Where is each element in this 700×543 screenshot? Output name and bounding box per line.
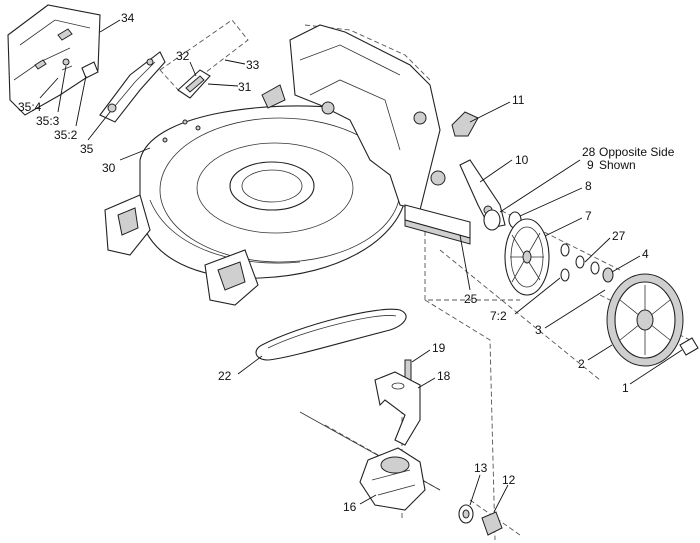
callout-3: 3 (535, 323, 542, 337)
part-2-rear-wheel (606, 273, 684, 367)
part-19-screw (404, 359, 412, 381)
callout-31: 31 (238, 80, 252, 94)
part-9-washer (483, 209, 501, 231)
front-wheel-bracket-right (204, 249, 259, 306)
callout-13: 13 (474, 461, 488, 475)
part-22-drive-belt (255, 308, 407, 361)
callout-shown: Shown (599, 158, 636, 172)
callout-10: 10 (515, 153, 529, 167)
callout-19: 19 (432, 341, 446, 355)
callout-16: 16 (343, 500, 357, 514)
callout-4: 4 (642, 247, 649, 261)
callout-opposite-side: Opposite Side (599, 145, 675, 159)
mower-deck (139, 105, 411, 279)
part-18-bracket (374, 371, 421, 446)
left-height-adjuster (99, 51, 166, 123)
callout-35-4: 35:4 (18, 100, 42, 114)
callout-34: 34 (121, 11, 135, 25)
part-16-transmission (299, 411, 441, 511)
part-12-gear (481, 511, 503, 536)
callout-8: 8 (585, 179, 592, 193)
callout-1: 1 (622, 381, 629, 395)
callout-2: 2 (578, 357, 585, 371)
parts-small-washers (560, 243, 614, 283)
callout-7: 7 (585, 209, 592, 223)
callout-12: 12 (502, 473, 516, 487)
callout-28: 28 (582, 145, 596, 159)
callout-30: 30 (102, 161, 116, 175)
callout-35-2: 35:2 (54, 128, 78, 142)
callout-leader-lines (39, 19, 683, 513)
callout-35-3: 35:3 (36, 114, 60, 128)
callout-27: 27 (612, 229, 626, 243)
callout-18: 18 (437, 369, 451, 383)
callout-25: 25 (464, 292, 478, 306)
callout-32: 32 (176, 49, 190, 63)
part-25-rear-baffle (404, 204, 471, 245)
part-34-rear-flap (7, 4, 101, 116)
callout-9: 9 (587, 158, 594, 172)
callout-33: 33 (246, 58, 260, 72)
part-32-handle-bracket (177, 69, 211, 99)
part-13-pinion (458, 504, 474, 524)
callout-35: 35 (80, 142, 94, 156)
callout-labels: 34 32 33 31 35:4 35:3 35:2 35 30 11 28 O… (18, 11, 675, 514)
callout-22: 22 (218, 369, 232, 383)
part-11-knob (451, 111, 479, 137)
part-35-hinge-assembly (61, 58, 99, 79)
part-1-wheel-bolt (679, 337, 699, 356)
callout-7-2: 7:2 (490, 309, 507, 323)
front-wheel-bracket-left (104, 194, 151, 256)
callout-11: 11 (512, 93, 525, 107)
part-7-drive-gear (504, 218, 550, 296)
